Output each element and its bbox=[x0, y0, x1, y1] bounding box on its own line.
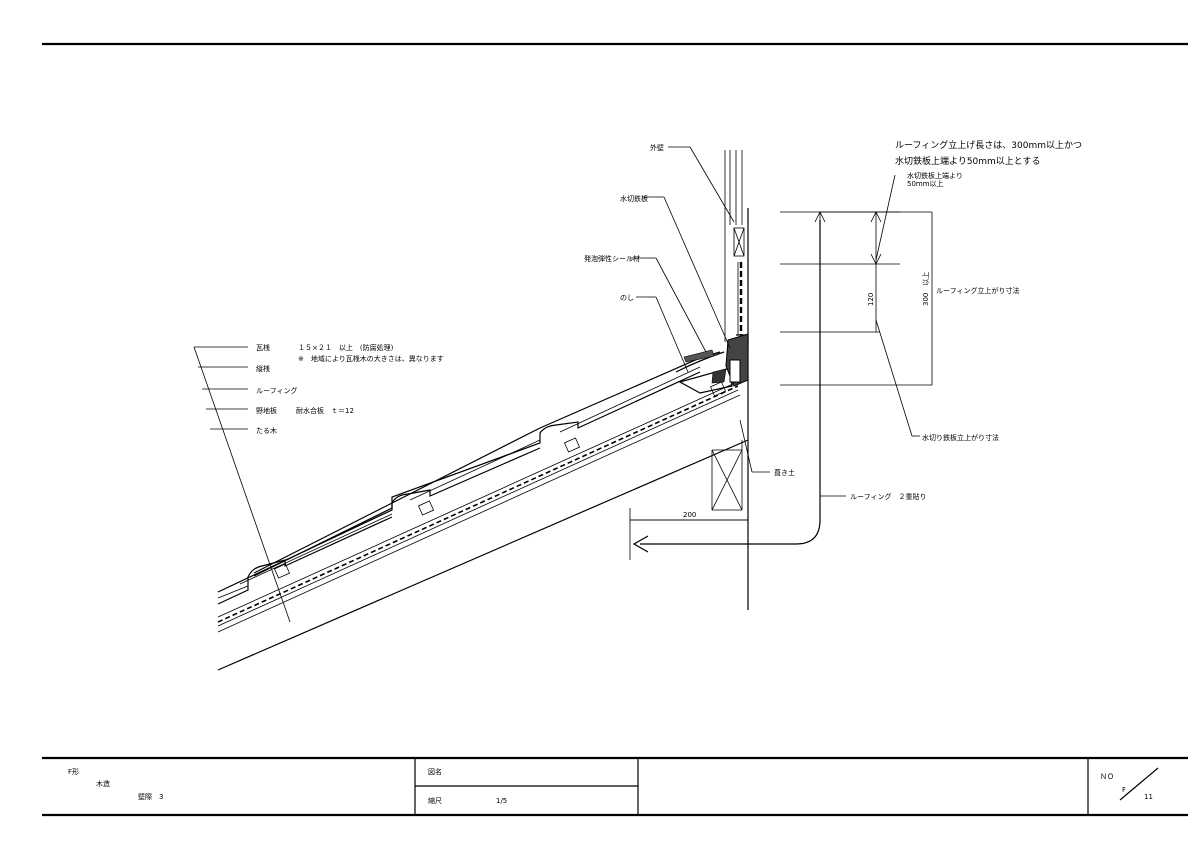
dim-120: 120 bbox=[867, 293, 875, 306]
label-roofing: ルーフィング bbox=[256, 386, 297, 395]
title-sheet-number: 11 bbox=[1144, 793, 1153, 801]
exterior-wall bbox=[724, 150, 749, 610]
title-sheet-prefix: F bbox=[1122, 786, 1126, 794]
dim-200: 200 bbox=[683, 511, 696, 519]
label-flashing-rise-dim: 水切り鉄板立上がり寸法 bbox=[922, 433, 999, 442]
roofing-line bbox=[217, 385, 739, 623]
title-wall-joint: 壁際 3 bbox=[138, 792, 163, 801]
label-above-flashing-1: 水切鉄板上端より bbox=[907, 171, 963, 180]
label-roofing-double: ルーフィング ２重貼り bbox=[850, 492, 926, 501]
label-tile-batten: 瓦桟 bbox=[256, 343, 270, 352]
title-scale-label: 縮尺 bbox=[428, 796, 442, 805]
label-above-flashing-2: 50mm以上 bbox=[907, 179, 944, 188]
flashing-sheet bbox=[736, 262, 749, 345]
title-drawing-name-label: 図名 bbox=[428, 767, 442, 776]
label-foam-seal: 発泡弾性シール材 bbox=[584, 254, 640, 263]
roofing-double-arrow bbox=[632, 535, 649, 553]
roofing-rise-note-line-2: 水切鉄板上端より50mm以上とする bbox=[895, 155, 1041, 167]
label-vertical-batten: 縦桟 bbox=[256, 364, 270, 373]
dim-300: 300 以上 bbox=[921, 272, 930, 306]
title-type: F形 bbox=[68, 768, 79, 776]
label-noshi: のし bbox=[620, 294, 634, 302]
title-structure: 木造 bbox=[96, 779, 110, 788]
label-fill-soil: 葺き土 bbox=[774, 468, 795, 477]
title-scale-value: 1/5 bbox=[496, 797, 507, 805]
roofing-rise-note-line-1: ルーフィング立上げ長さは、300mm以上かつ bbox=[895, 139, 1082, 151]
label-tile-batten-note: ※ 地域により瓦桟木の大きさは、異なります bbox=[298, 354, 444, 363]
wall-frame bbox=[630, 440, 748, 521]
ridge-fill-area bbox=[683, 333, 749, 387]
label-sheathing: 野地板 bbox=[256, 406, 277, 415]
roofing-double-curve bbox=[640, 220, 821, 545]
roof-assembly bbox=[217, 351, 749, 671]
label-tile-batten-spec: １５×２１ 以上 (防腐処理) bbox=[298, 343, 394, 352]
title-no-label: ＮＯ bbox=[1100, 773, 1114, 781]
title-block bbox=[42, 756, 1188, 817]
label-roofing-rise-dim: ルーフィング立上がり寸法 bbox=[936, 286, 1019, 295]
label-flashing: 水切鉄板 bbox=[620, 194, 648, 203]
leader-lines bbox=[193, 146, 920, 623]
label-exterior-wall: 外壁 bbox=[650, 143, 664, 152]
label-sheathing-spec: 耐水合板 ｔ＝12 bbox=[296, 406, 354, 415]
label-rafter: たる木 bbox=[256, 426, 277, 435]
dimension-lines bbox=[629, 211, 933, 560]
